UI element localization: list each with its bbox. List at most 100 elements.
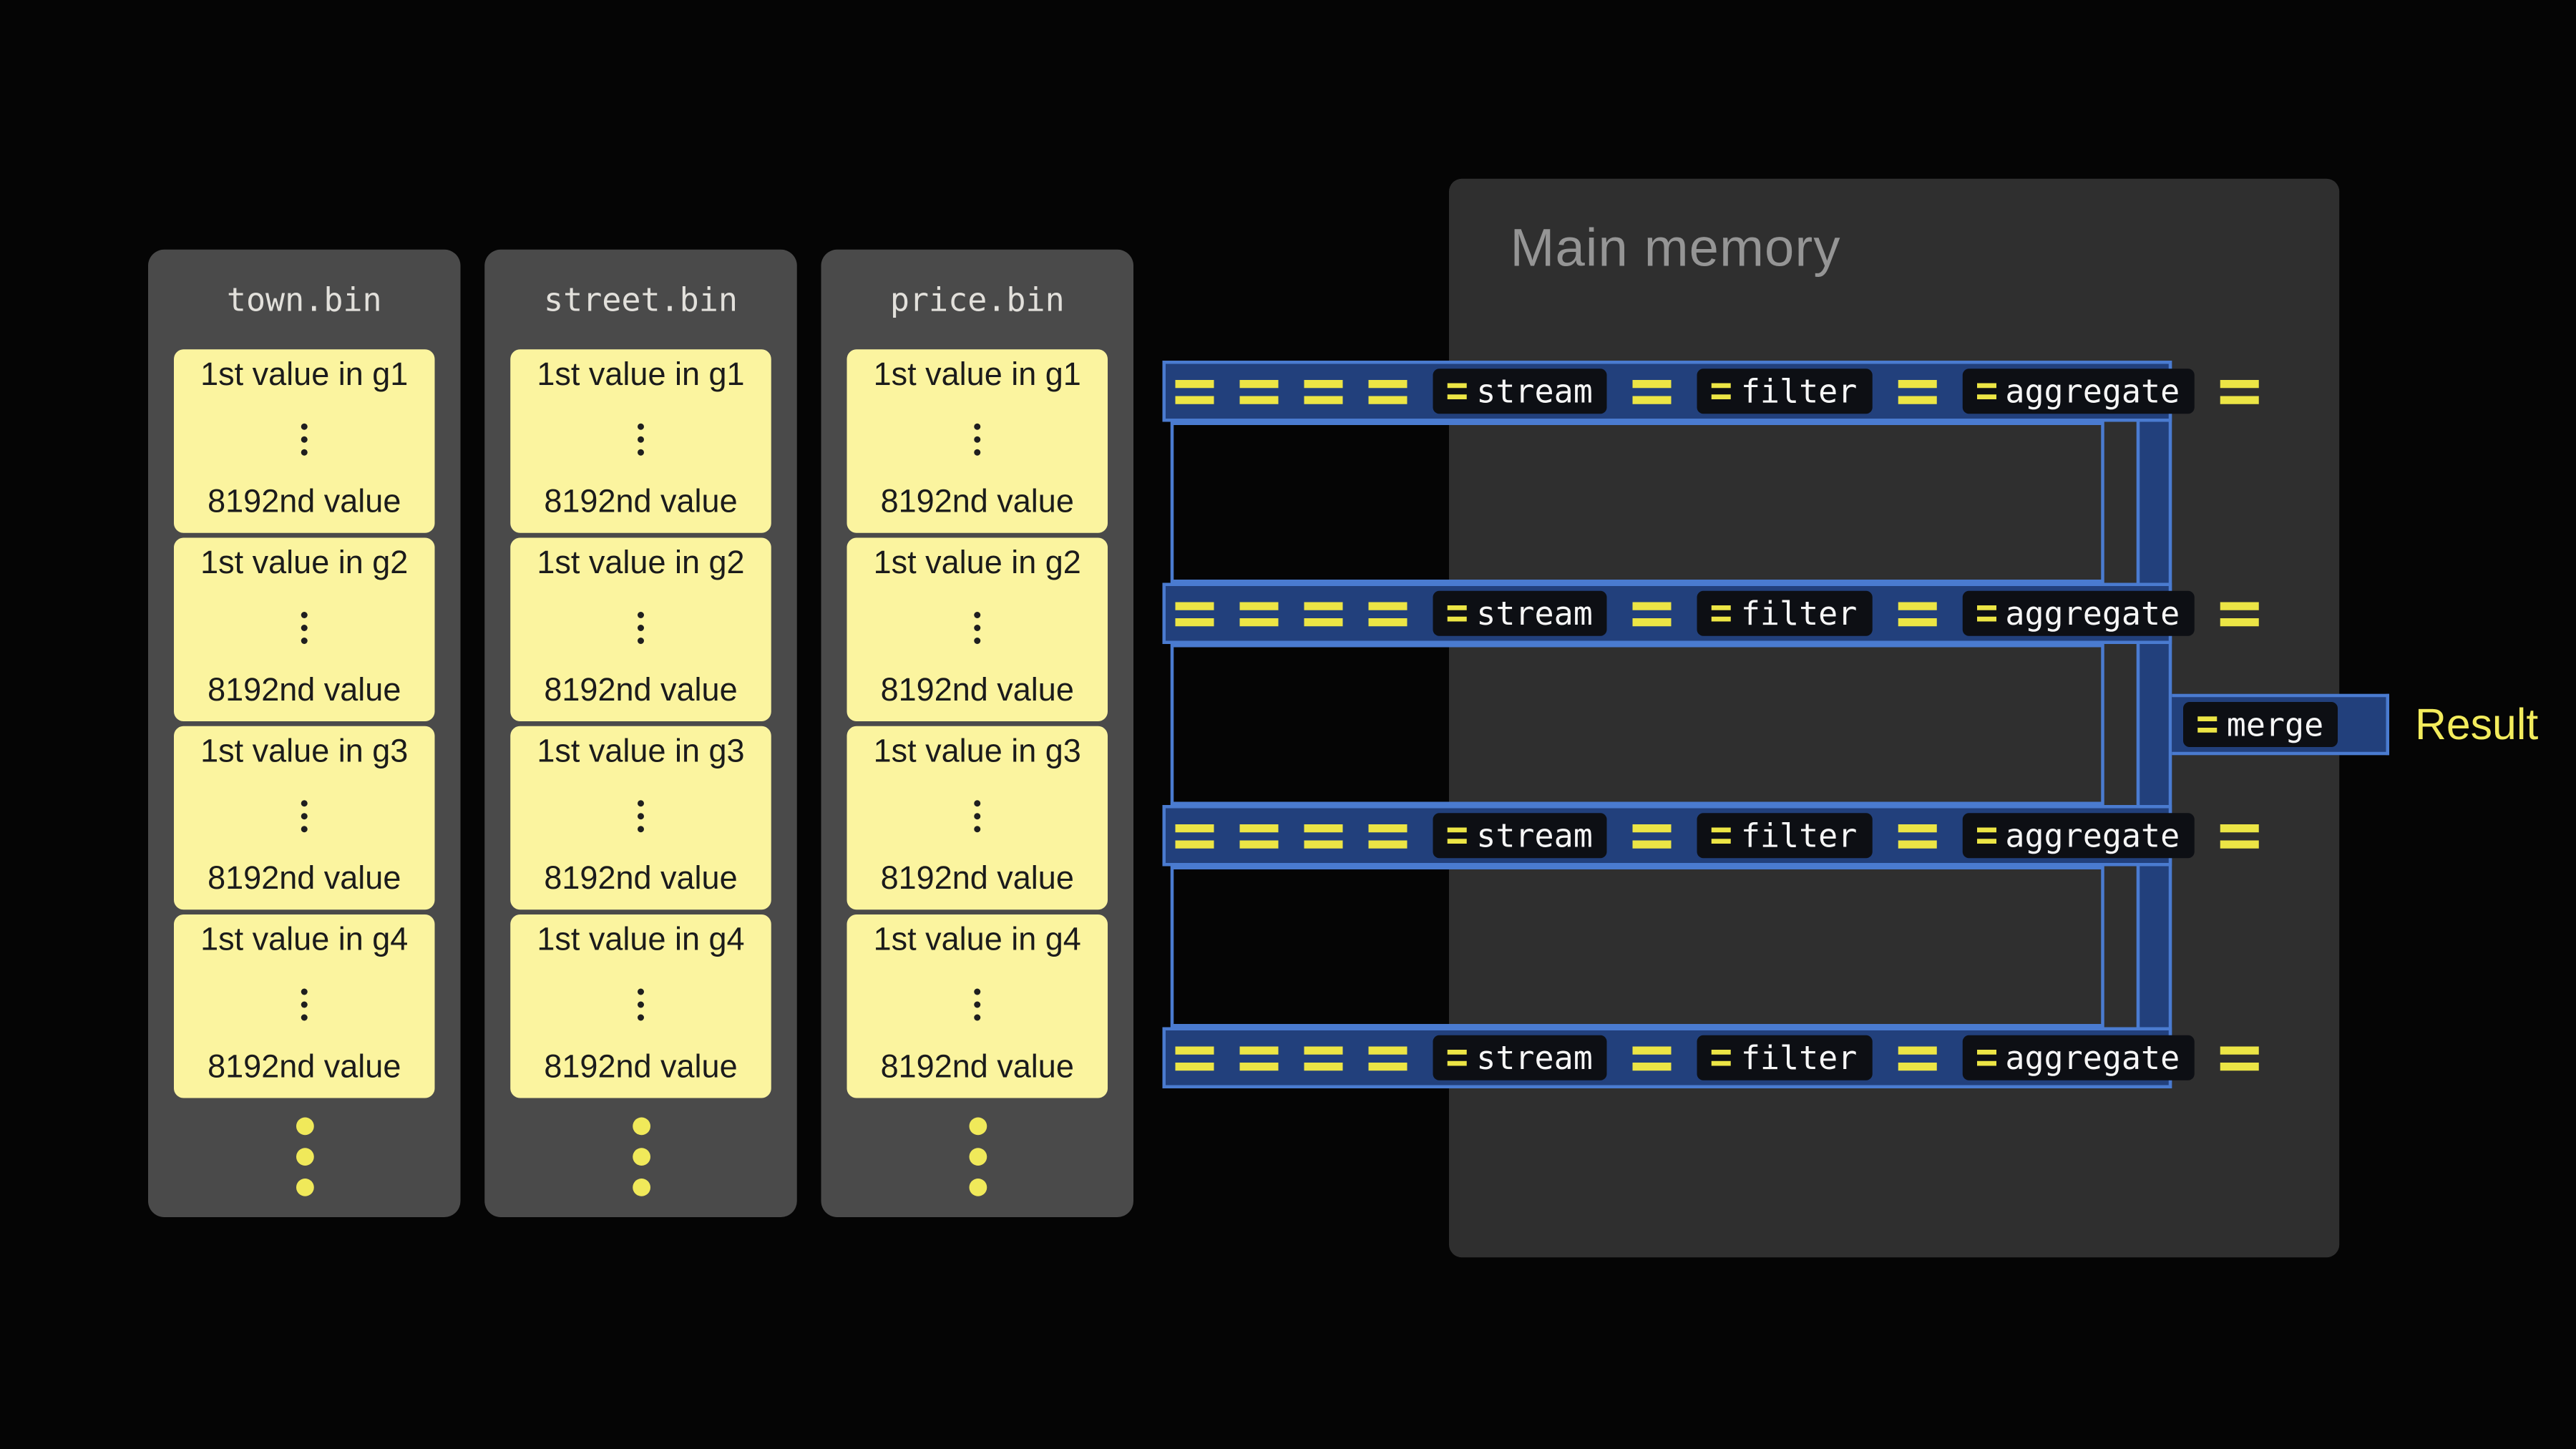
file-panel-street: street.bin 1st value in g1 8192nd value …: [484, 249, 797, 1217]
row-group: 1st value in g4 8192nd value: [510, 914, 771, 1098]
equals-icon: [1368, 379, 1407, 404]
filter-op: filter: [1697, 590, 1872, 636]
group-first-value: 1st value in g2: [200, 545, 409, 582]
op-label: aggregate: [2005, 1038, 2180, 1078]
more-groups-icon: [847, 1117, 1108, 1196]
op-label: aggregate: [2005, 816, 2180, 855]
group-last-value: 8192nd value: [544, 1050, 738, 1085]
file-panel-town: town.bin 1st value in g1 8192nd value 1s…: [148, 249, 461, 1217]
op-label: aggregate: [2005, 371, 2180, 411]
row-group: 1st value in g1 8192nd value: [847, 349, 1108, 533]
equals-icon: [1897, 601, 1936, 626]
op-label: stream: [1476, 594, 1593, 633]
row-group: 1st value in g2 8192nd value: [174, 537, 435, 721]
equals-icon: [1239, 1045, 1279, 1070]
merge-op: merge: [2183, 702, 2338, 747]
group-first-value: 1st value in g2: [537, 545, 745, 582]
equals-icon: [1175, 601, 1214, 626]
equals-icon: [2220, 379, 2259, 404]
ellipsis-icon: [301, 981, 308, 1026]
equals-icon: [1368, 601, 1407, 626]
equals-icon: [1633, 1045, 1672, 1070]
equals-icon: [1897, 379, 1936, 404]
op-label: aggregate: [2005, 594, 2180, 633]
ellipsis-icon: [301, 416, 308, 462]
equals-icon: [1712, 605, 1732, 622]
group-last-value: 8192nd value: [880, 484, 1074, 520]
stream-op: stream: [1433, 590, 1608, 636]
row-group: 1st value in g2 8192nd value: [510, 537, 771, 721]
row-group: 1st value in g1 8192nd value: [510, 349, 771, 533]
equals-icon: [1239, 823, 1279, 848]
lane-connector: [1170, 644, 2104, 805]
equals-icon: [1633, 379, 1672, 404]
pipeline-lane-2: stream filter aggregate: [1162, 582, 2259, 644]
equals-icon: [1976, 605, 1996, 622]
op-label: merge: [2226, 705, 2324, 744]
ellipsis-icon: [974, 416, 981, 462]
op-label: filter: [1740, 594, 1858, 633]
equals-icon: [2220, 601, 2259, 626]
stream-op: stream: [1433, 813, 1608, 859]
group-last-value: 8192nd value: [208, 1050, 401, 1085]
equals-icon: [1239, 601, 1279, 626]
aggregate-op: aggregate: [1961, 1035, 2195, 1080]
group-first-value: 1st value in g4: [200, 922, 409, 958]
group-first-value: 1st value in g3: [537, 734, 745, 770]
filter-op: filter: [1697, 813, 1872, 859]
equals-icon: [1175, 823, 1214, 848]
group-first-value: 1st value in g2: [873, 545, 1081, 582]
equals-icon: [1447, 827, 1467, 844]
file-name: price.bin: [889, 280, 1065, 319]
stream-op: stream: [1433, 1035, 1608, 1080]
equals-icon: [1897, 1045, 1936, 1070]
equals-icon: [1633, 601, 1672, 626]
row-group: 1st value in g4 8192nd value: [847, 914, 1108, 1098]
group-last-value: 8192nd value: [544, 861, 738, 897]
equals-icon: [2197, 716, 2218, 733]
file-name: town.bin: [226, 280, 382, 319]
equals-icon: [1368, 823, 1407, 848]
group-last-value: 8192nd value: [208, 861, 401, 897]
equals-icon: [2220, 1045, 2259, 1070]
pipeline-lane-1: stream filter aggregate: [1162, 361, 2259, 422]
equals-icon: [1304, 379, 1343, 404]
row-group: 1st value in g3 8192nd value: [510, 726, 771, 910]
pipeline-lane-4: stream filter aggregate: [1162, 1027, 2259, 1088]
op-label: stream: [1476, 816, 1593, 855]
equals-icon: [1239, 379, 1279, 404]
equals-icon: [1976, 1050, 1996, 1066]
equals-icon: [1368, 1045, 1407, 1070]
equals-icon: [1976, 827, 1996, 844]
equals-icon: [1633, 823, 1672, 848]
group-last-value: 8192nd value: [544, 484, 738, 520]
lane-connector: [1170, 421, 2104, 583]
pipeline-lane-3: stream filter aggregate: [1162, 805, 2259, 867]
equals-icon: [2220, 823, 2259, 848]
row-group: 1st value in g3 8192nd value: [174, 726, 435, 910]
ellipsis-icon: [638, 981, 644, 1026]
lane-connector: [1170, 866, 2104, 1028]
row-group: 1st value in g4 8192nd value: [174, 914, 435, 1098]
equals-icon: [1175, 379, 1214, 404]
group-last-value: 8192nd value: [208, 673, 401, 709]
stream-op: stream: [1433, 369, 1608, 414]
equals-icon: [1897, 823, 1936, 848]
op-label: stream: [1476, 371, 1593, 411]
file-panel-price: price.bin 1st value in g1 8192nd value 1…: [821, 249, 1133, 1217]
group-first-value: 1st value in g4: [873, 922, 1081, 958]
aggregate-op: aggregate: [1961, 813, 2195, 859]
ellipsis-icon: [974, 981, 981, 1026]
equals-icon: [1304, 1045, 1343, 1070]
group-last-value: 8192nd value: [880, 1050, 1074, 1085]
filter-op: filter: [1697, 369, 1872, 414]
group-first-value: 1st value in g1: [200, 357, 409, 394]
file-name: street.bin: [544, 280, 738, 319]
ellipsis-icon: [974, 605, 981, 650]
group-first-value: 1st value in g1: [873, 357, 1081, 394]
op-label: filter: [1740, 1038, 1858, 1078]
stream-collector: [2136, 361, 2172, 1088]
group-first-value: 1st value in g3: [873, 734, 1081, 770]
group-last-value: 8192nd value: [544, 673, 738, 709]
